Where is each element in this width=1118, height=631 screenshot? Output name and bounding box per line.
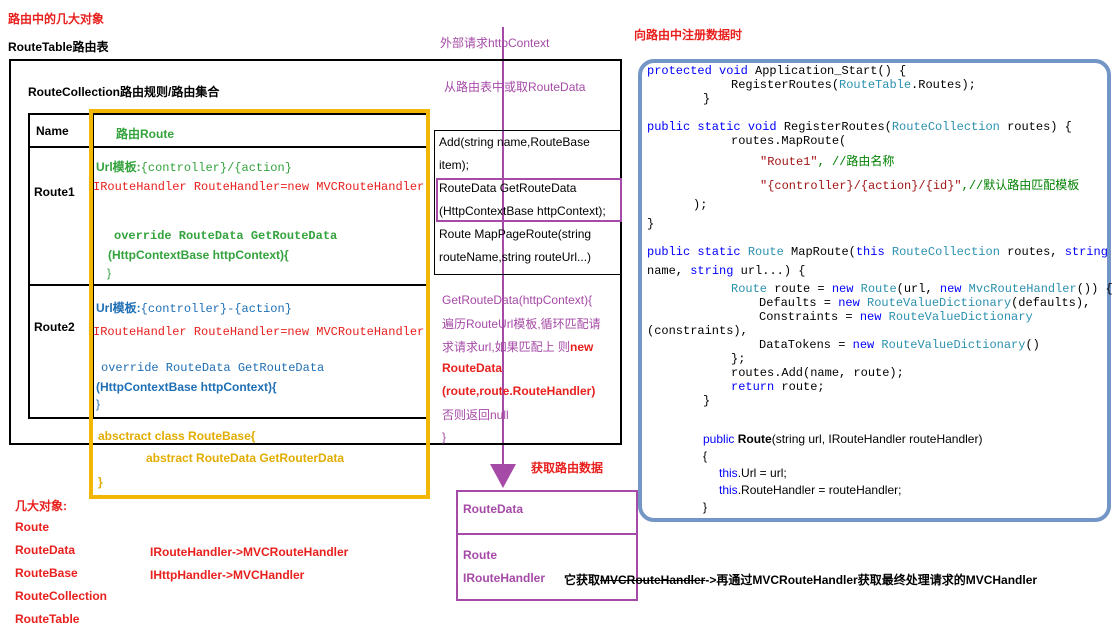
code-line-6: "Route1", //路由名称 [760,155,895,169]
legend-item-routetable: RouteTable [15,612,80,626]
route2-param: (HttpContextBase httpContext){ [96,380,277,394]
route-table-label: RouteTable路由表 [8,40,109,54]
name-header: Name [36,124,69,138]
code-line-8: ); [693,198,708,212]
desc-line1: GetRouteData(httpContext){ [442,293,593,307]
code-line-10: public static Route MapRoute(this RouteC… [647,245,1108,259]
get-method-line2: (HttpContextBase httpContext); [439,204,606,218]
code-line-4: public static void RegisterRoutes(RouteC… [647,120,1072,134]
route1-param: (HttpContextBase httpContext){ [108,248,289,262]
routedata-note: 它获取MVCRouteHandler->再通过MVCRouteHandler获取… [564,573,1038,587]
map-method-line1: Route MapPageRoute(string [439,227,592,241]
mapping-http-handler: IHttpHandler->MVCHandler [150,568,305,582]
desc-line4: RouteData [442,361,503,375]
code-line-7: "{controller}/{action}/{id}",//默认路由匹配模板 [760,179,1080,193]
code-line-22: { [703,449,708,463]
register-code-box [638,59,1111,522]
get-route-data-label: 获取路由数据 [531,461,604,475]
legend-item-routebase: RouteBase [15,566,78,580]
route2-name: Route2 [34,320,75,334]
code-line-12: Route route = new Route(url, new MvcRout… [731,282,1113,296]
route1-close: } [107,266,112,280]
code-line-16: DataTokens = new RouteValueDictionary() [759,338,1040,352]
desc-line3: 求请求url,如果匹配上 则new [442,340,594,354]
code-line-25: } [703,500,708,514]
get-from-table-label: 从路由表中或取RouteData [444,80,586,94]
desc-line2: 遍历RouteUrl模板,循环匹配请 [442,317,601,331]
routebase-method: abstract RouteData GetRouterData [146,451,345,465]
code-line-20: } [703,394,711,408]
register-title: 向路由中注册数据时 [634,28,743,42]
legend-item-route: Route [15,520,49,534]
legend-title: 几大对象: [15,499,67,513]
routedata-title: RouteData [463,502,524,516]
route1-url-template: Url模板:{controller}/{action} [96,160,292,175]
code-line-5: routes.MapRoute( [731,134,847,148]
code-line-11: name, string url...) { [647,264,806,278]
route1-name: Route1 [34,185,75,199]
getroutedata-highlight [436,178,622,222]
route2-close: } [96,397,101,411]
code-line-14: Constraints = new RouteValueDictionary [759,310,1033,324]
code-line-17: }; [731,352,746,366]
routebase-close: } [98,475,103,489]
route-header: 路由Route [116,127,174,141]
mapping-route-handler: IRouteHandler->MVCRouteHandler [150,545,349,559]
route1-handler: IRouteHandler RouteHandler=new MVCRouteH… [93,180,432,194]
route2-url-template: Url模板:{controller}-{action} [96,301,292,316]
route1-override: override RouteData GetRouteData [114,229,338,243]
routedata-route: Route [463,548,497,562]
route-base-box [89,109,430,499]
code-line-9: } [647,217,655,231]
page-title: 路由中的几大对象 [8,12,105,26]
map-method-line2: routeName,string routeUrl...) [439,250,592,264]
code-line-3: } [703,92,711,106]
legend-item-routecollection: RouteCollection [15,589,107,603]
code-line-13: Defaults = new RouteValueDictionary(defa… [759,296,1091,310]
get-method-line1: RouteData GetRouteData [439,181,577,195]
code-line-24: this.RouteHandler = routeHandler; [719,483,902,497]
route2-override: override RouteData GetRouteData [101,361,325,375]
code-line-19: return route; [731,380,825,394]
code-line-18: routes.Add(name, route); [731,366,904,380]
add-method-line2: item); [439,158,469,172]
routedata-handler: IRouteHandler [463,571,546,585]
route2-handler: IRouteHandler RouteHandler=new MVCRouteH… [93,325,432,339]
code-line-15: (constraints), [647,324,748,338]
routebase-class: absctract class RouteBase{ [98,429,256,443]
code-line-21: public Route(string url, IRouteHandler r… [703,432,983,446]
route-collection-label: RouteCollection路由规则/路由集合 [28,85,220,99]
routedata-box [456,490,638,601]
desc-line7: } [442,430,447,444]
code-line-2: RegisterRoutes(RouteTable.Routes); [731,78,976,92]
legend-item-routedata: RouteData [15,543,76,557]
desc-line6: 否则返回null [442,408,509,422]
add-method-line1: Add(string name,RouteBase [439,135,590,149]
external-request-label: 外部请求httpContext [440,36,550,50]
code-line-23: this.Url = url; [719,466,787,480]
code-line-1: protected void Application_Start() { [647,64,907,78]
desc-line5: (route,route.RouteHandler) [442,384,596,398]
